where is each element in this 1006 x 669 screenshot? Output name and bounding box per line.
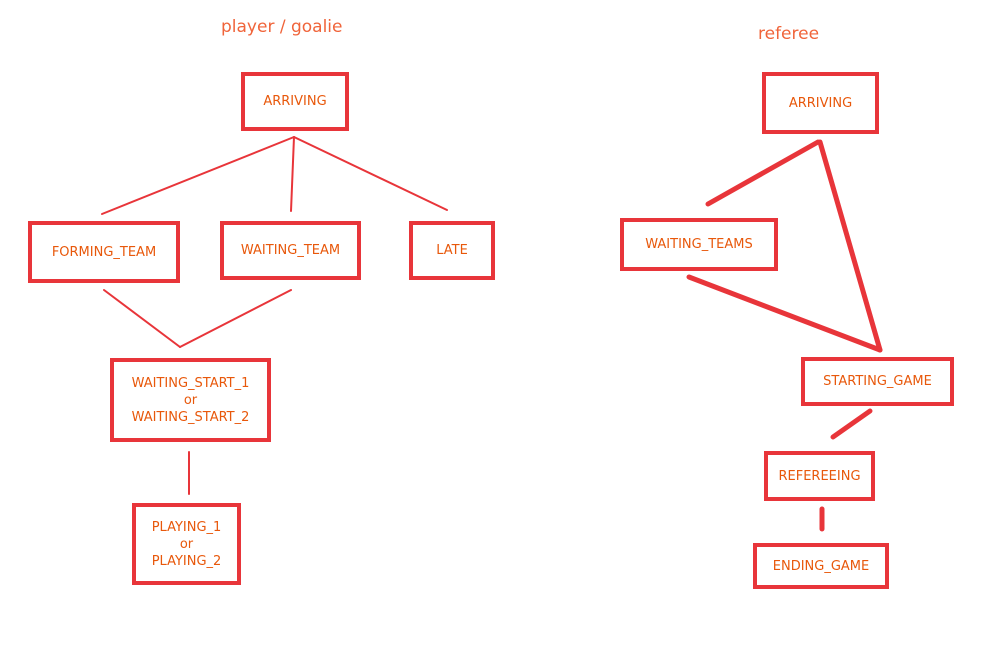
connector-forming-team-waiting-start xyxy=(103,289,181,348)
state-label: STARTING_GAME xyxy=(823,374,932,389)
state-label: LATE xyxy=(436,243,468,258)
connector-arriving-waiting-team xyxy=(290,136,295,212)
referee-heading: referee xyxy=(758,24,820,44)
referee-state-arriving: ARRIVING xyxy=(762,72,879,134)
player-state-arriving: ARRIVING xyxy=(241,72,349,131)
state-label-line-2: or xyxy=(183,392,198,408)
player-goalie-heading: player / goalie xyxy=(221,17,343,37)
connector-ref-starting-game-refereeing xyxy=(830,408,873,440)
connector-ref-arriving-starting-game xyxy=(817,139,883,353)
state-label-line-3: PLAYING_2 xyxy=(151,553,222,569)
state-label: ARRIVING xyxy=(788,95,853,111)
player-state-forming-team: FORMING_TEAM xyxy=(28,221,180,283)
connector-ref-waiting-teams-starting-game xyxy=(686,274,883,353)
referee-state-starting-game: STARTING_GAME xyxy=(801,357,954,406)
player-state-waiting-start: WAITING_START_1 or WAITING_START_2 xyxy=(110,358,271,442)
state-label-line-1: PLAYING_1 xyxy=(151,519,222,535)
state-label-line-2: or xyxy=(179,536,194,552)
state-label: REFEREEING xyxy=(778,468,861,484)
state-label: ARRIVING xyxy=(263,94,327,109)
state-label-line-3: WAITING_START_2 xyxy=(131,409,250,425)
connector-arriving-forming-team xyxy=(101,136,295,215)
connector-waiting-team-waiting-start xyxy=(179,289,292,348)
connector-arriving-late xyxy=(293,136,448,211)
connector-ref-arriving-waiting-teams xyxy=(705,139,821,207)
player-state-waiting-team: WAITING_TEAM xyxy=(220,221,361,280)
state-label: FORMING_TEAM xyxy=(51,244,157,260)
state-label: WAITING_TEAMS xyxy=(645,237,753,252)
player-state-playing: PLAYING_1 or PLAYING_2 xyxy=(132,503,241,585)
player-state-late: LATE xyxy=(409,221,495,280)
state-label-line-1: WAITING_START_1 xyxy=(131,375,250,391)
referee-state-refereeing: REFEREEING xyxy=(764,451,875,501)
referee-state-waiting-teams: WAITING_TEAMS xyxy=(620,218,778,271)
referee-state-ending-game: ENDING_GAME xyxy=(753,543,889,589)
state-label: ENDING_GAME xyxy=(772,558,870,574)
state-label: WAITING_TEAM xyxy=(240,243,341,258)
